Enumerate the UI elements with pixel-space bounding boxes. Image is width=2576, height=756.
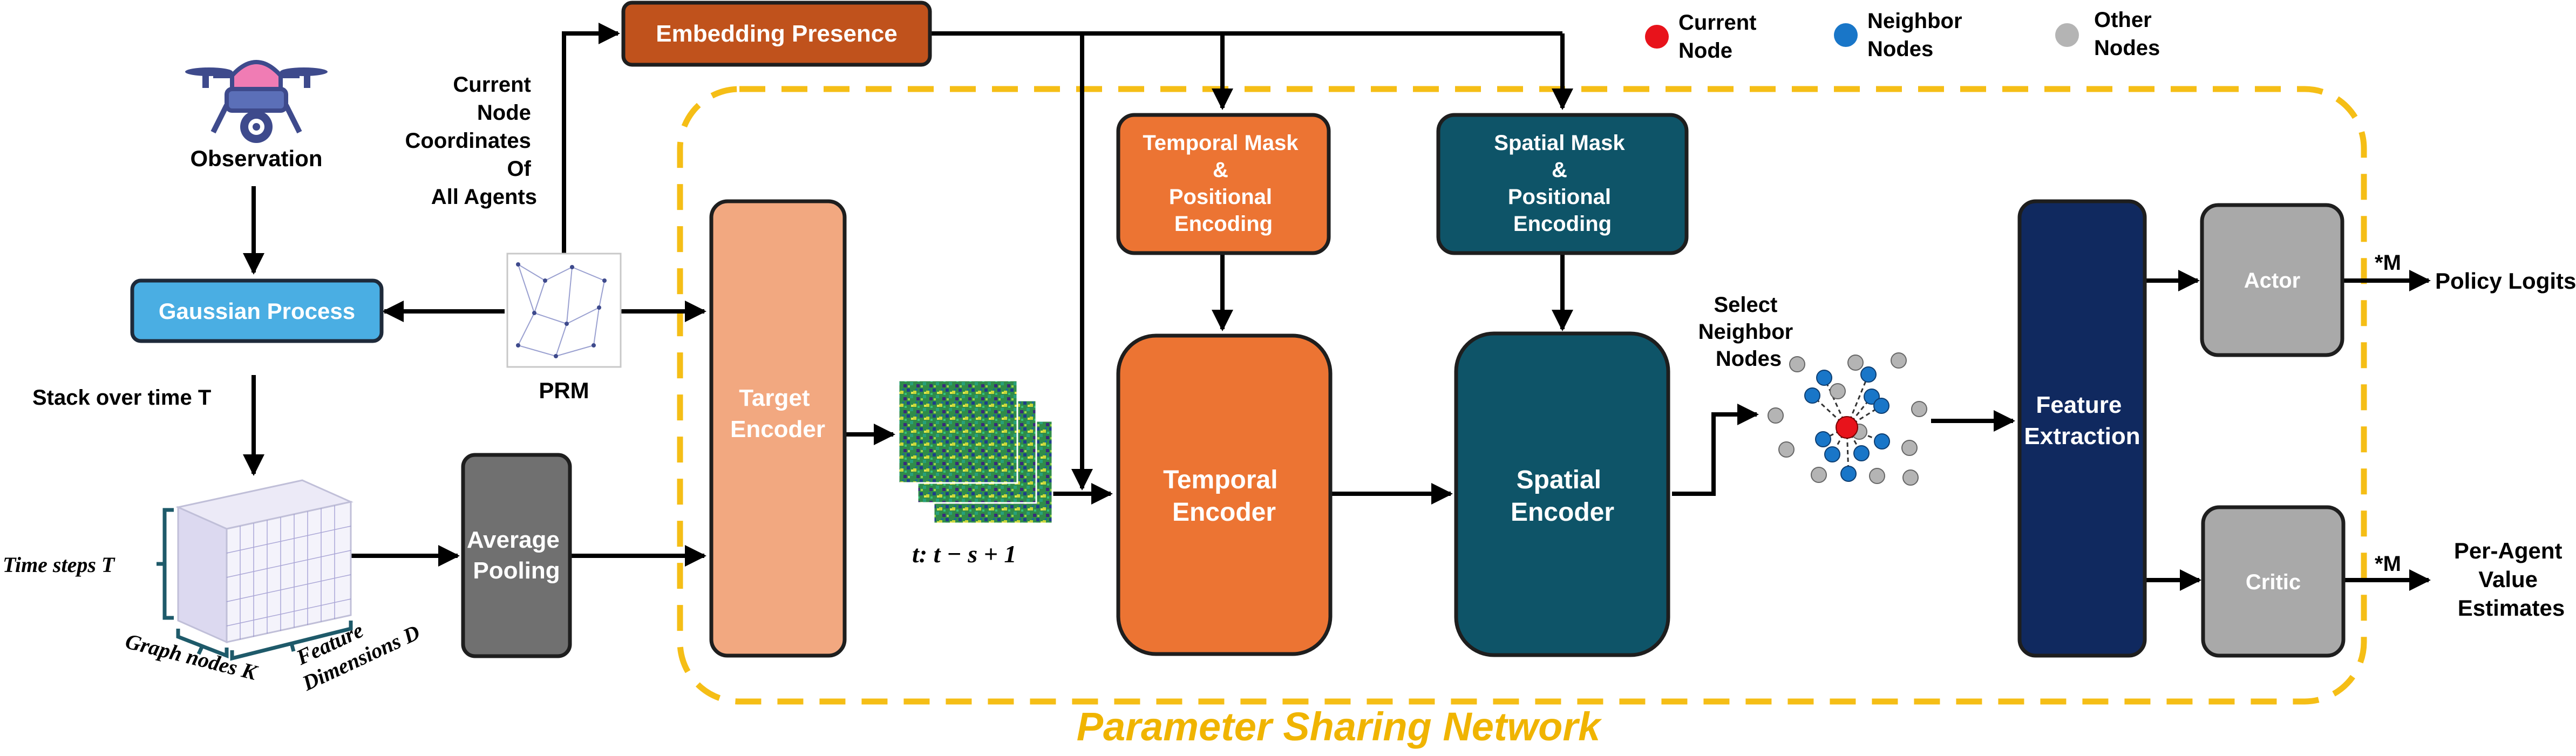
- temporal-encoder-label: Temporal Encoder: [1163, 466, 1285, 527]
- cube-brackets: [157, 508, 353, 661]
- target-encoder-label: Target Encoder: [730, 385, 825, 442]
- gaussian-process-label: Gaussian Process: [159, 298, 355, 324]
- spatial-encoder-label: Spatial Encoder: [1511, 466, 1614, 527]
- spatial-mask-label: Spatial Mask & Positional Encoding: [1494, 131, 1630, 236]
- legend-other-node-icon: [2055, 23, 2079, 47]
- legend-neighbor-node-icon: [1834, 23, 1858, 47]
- time-steps-label: Time steps T: [3, 553, 115, 577]
- feature-matrices: [898, 379, 1053, 525]
- feature-extraction-box: [2017, 199, 2147, 658]
- critic-label: Critic: [2246, 570, 2301, 594]
- embedding-presence-label: Embedding Presence: [656, 21, 897, 47]
- target-encoder-box: [709, 199, 847, 658]
- graph-tensor-cube: [175, 479, 354, 644]
- spatial-mask-box: [1436, 113, 1689, 255]
- parameter-sharing-boundary: [677, 86, 2367, 705]
- actor-multiplier: *M: [2375, 251, 2401, 275]
- average-pooling-label: Average Pooling: [467, 527, 566, 584]
- temporal-mask-box: [1116, 113, 1331, 255]
- observation-label: Observation: [190, 146, 322, 171]
- connectors: [243, 23, 2431, 591]
- gaussian-process-box: [130, 278, 384, 343]
- critic-box: [2201, 505, 2346, 658]
- prm-label: PRM: [539, 378, 589, 403]
- feature-extraction-label: Feature Extraction: [2024, 392, 2140, 449]
- actor-label: Actor: [2244, 269, 2300, 292]
- current-node-icon: [1836, 416, 1858, 439]
- temporal-encoder-box: [1116, 333, 1333, 656]
- embedding-presence-box: [621, 1, 932, 67]
- window-label: t: t − s + 1: [912, 540, 1016, 568]
- legend-current-node-icon: [1645, 25, 1669, 49]
- drone-icon: [185, 60, 328, 143]
- current-node-coords-label: Current Node Coordinates Of All Agents: [405, 73, 537, 209]
- select-neighbor-label: Select Neighbor Nodes: [1698, 293, 1799, 371]
- network-title: Parameter Sharing Network: [1077, 704, 1602, 749]
- prm-graph-icon: [506, 253, 622, 368]
- neighbor-graph: [1768, 352, 1927, 486]
- spatial-encoder-box: [1454, 331, 1670, 657]
- average-pooling-box: [461, 453, 572, 658]
- stack-label: Stack over time T: [32, 386, 211, 410]
- value-estimates-label: Per-Agent Value Estimates: [2454, 538, 2568, 621]
- actor-box: [2200, 203, 2344, 357]
- policy-logits-label: Policy Logits: [2435, 268, 2576, 294]
- critic-multiplier: *M: [2375, 552, 2401, 576]
- temporal-mask-label: Temporal Mask & Positional Encoding: [1143, 131, 1304, 236]
